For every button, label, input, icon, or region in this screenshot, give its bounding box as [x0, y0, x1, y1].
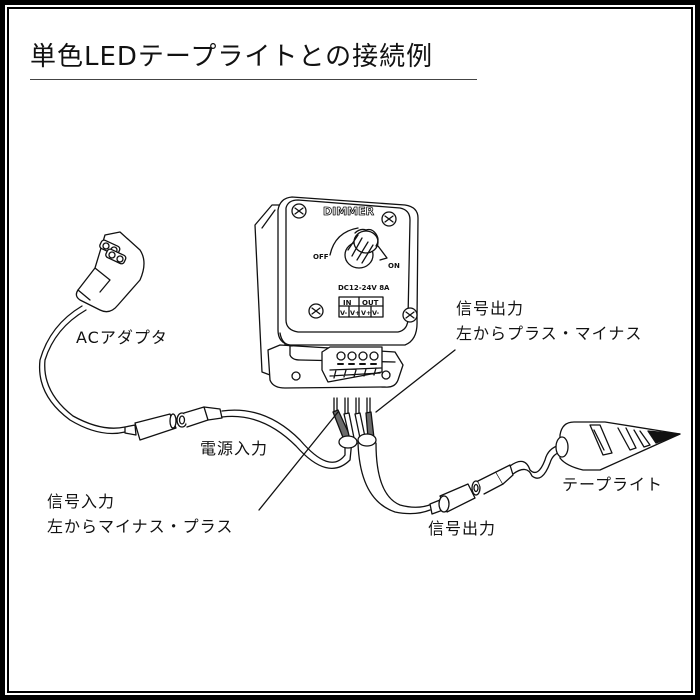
power-input-cable: [221, 409, 353, 469]
on-label: ON: [388, 262, 400, 270]
tape-cable: [509, 444, 563, 479]
label-signal-output-top-title: 信号出力: [456, 299, 525, 318]
terminal-label-table: IN OUT V- V+ V+ V-: [338, 296, 384, 318]
label-power-input: 電源入力: [200, 439, 269, 458]
dimmer-knob[interactable]: [344, 228, 379, 269]
leader-line-signal-input: [258, 411, 339, 511]
screw-icon: [381, 211, 397, 227]
label-signal-input-order: 左からマイナス・プラス: [47, 517, 234, 536]
label-ac-adapter: ACアダプタ: [76, 328, 168, 347]
terminal-label: V-: [372, 309, 380, 317]
terminal-label: V+: [361, 309, 371, 317]
title-underline: [30, 79, 477, 80]
label-signal-output: 信号出力: [428, 519, 497, 538]
screw-icon: [308, 303, 324, 319]
signal-output-cable: [357, 442, 433, 515]
ac-plug-prongs-icon: [99, 239, 127, 265]
label-signal-output-top-order: 左からプラス・マイナス: [456, 324, 643, 343]
adapter-cable: [38, 305, 126, 435]
terminal-group-in: IN: [343, 299, 352, 307]
screw-icon: [381, 370, 391, 380]
label-signal-input-title: 信号入力: [47, 492, 116, 511]
screw-icon: [291, 371, 301, 381]
rating-label: DC12-24V 8A: [338, 284, 390, 292]
screw-icon: [402, 307, 418, 323]
wire-leads: [332, 397, 377, 449]
terminal-label: V-: [340, 309, 348, 317]
diagram-canvas: 単色LEDテープライトとの接続例: [9, 9, 691, 691]
leader-line-signal-output: [375, 349, 456, 413]
terminal-block: [321, 346, 383, 383]
terminal-label: V+: [350, 309, 360, 317]
dc-jack-right: [176, 406, 223, 428]
dimmer-device: DIMMER OFF ON DC12-24V 8A IN OUT V- V+ V…: [254, 196, 419, 389]
led-tape-light: [555, 421, 681, 471]
terminal-group-out: OUT: [362, 299, 379, 307]
ac-adapter: [75, 231, 145, 313]
label-tape-light: テープライト: [562, 475, 664, 494]
screw-icon: [291, 203, 307, 219]
dc-plug-output: [429, 464, 514, 515]
page-title: 単色LEDテープライトとの接続例: [30, 42, 434, 72]
off-label: OFF: [313, 253, 329, 261]
device-brand: DIMMER: [323, 205, 375, 218]
dc-plug-left: [124, 413, 177, 441]
